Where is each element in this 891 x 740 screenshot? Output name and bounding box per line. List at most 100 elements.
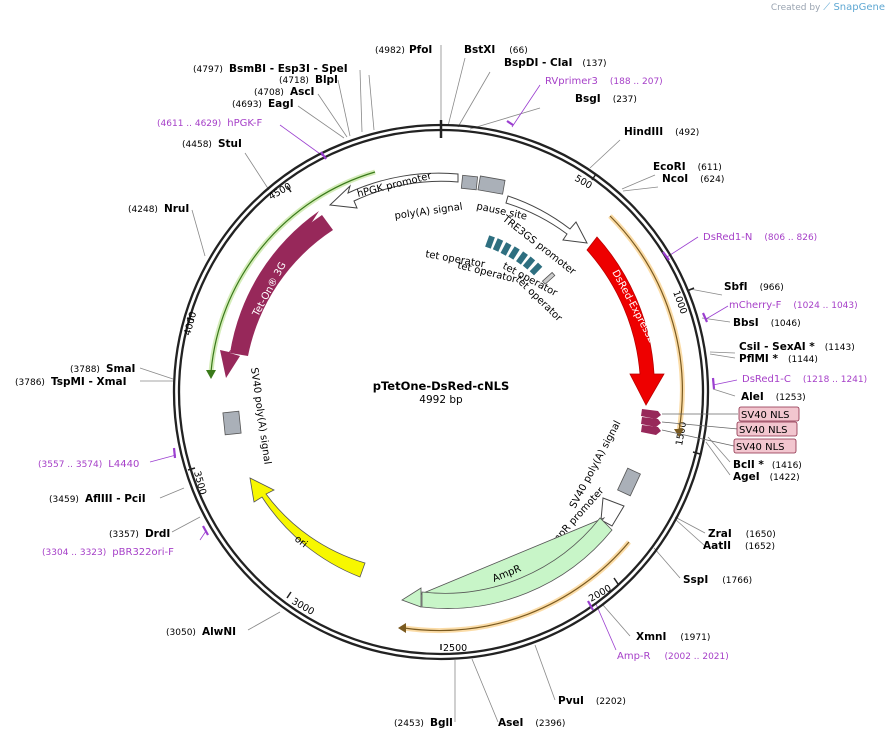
primer-range: (1218 .. 1241) — [803, 375, 867, 385]
nls-boxes: SV40 NLS SV40 NLS SV40 NLS — [733, 406, 800, 454]
primer-label: mCherry-F(1024 .. 1043) — [729, 300, 858, 311]
enzyme-label: (4797)BsmBI - Esp3I - SpeI — [193, 63, 348, 75]
enzyme-label: SspI(1766) — [683, 574, 752, 586]
polyA-top-feature — [460, 174, 479, 191]
enzyme-pos: (2453) — [394, 719, 424, 729]
enzyme-label: (3786)TspMI - XmaI — [15, 376, 127, 388]
plasmid-name: pTetOne-DsRed-cNLS — [373, 379, 509, 393]
enzyme-pos: (611) — [698, 163, 722, 173]
enzyme-name: EcoRI — [653, 161, 686, 173]
enzyme-label: NcoI(624) — [662, 173, 724, 185]
sv40-polyA-left-feature — [222, 410, 242, 436]
enzyme-pos: (1046) — [771, 319, 801, 329]
primer-label: Amp-R(2002 .. 2021) — [617, 651, 729, 662]
enzyme-pos: (492) — [675, 128, 699, 138]
tet-operator-block — [500, 242, 512, 256]
nls-box — [733, 438, 797, 454]
enzyme-label: ZraI (1650) — [708, 528, 776, 540]
tre3gs-promoter-feature — [505, 195, 588, 244]
dsred-orf-line — [609, 215, 683, 432]
snapgene-logo: ⟋ SnapGene — [823, 2, 885, 13]
tet-operator-block — [508, 246, 520, 260]
enzyme-name: BsmBI - Esp3I - SpeI — [229, 63, 348, 75]
enzyme-label: BspDI - ClaI(137) — [504, 57, 607, 69]
tet-operator-small — [541, 271, 556, 285]
enzyme-name: BbsI — [733, 317, 759, 329]
enzyme-pos: (624) — [700, 175, 724, 185]
enzyme-label: (4708)AscI — [254, 86, 314, 98]
tet-operator-block — [516, 251, 528, 265]
tet-operator-block — [485, 235, 495, 249]
polyA-top-label: poly(A) signal — [394, 202, 463, 222]
dsred-orf-arrow — [674, 429, 684, 437]
tet-operator-blocks — [485, 235, 543, 276]
enzyme-label: (4718)BlpI — [279, 74, 338, 86]
enzyme-pos: (4458) — [182, 140, 212, 150]
enzyme-pos: (4982) — [375, 46, 405, 56]
primer-range: (2002 .. 2021) — [665, 652, 729, 662]
primer-name: L4440 — [108, 459, 139, 470]
nls-box-label: SV40 NLS — [736, 442, 785, 453]
enzyme-label: HindIII (492) — [624, 126, 699, 138]
enzyme-name: CsiI - SexAI * — [739, 341, 815, 353]
enzyme-pos: (3786) — [15, 378, 45, 388]
enzyme-label: BclI *(1416) — [733, 459, 802, 471]
enzyme-name: AgeI — [733, 471, 760, 483]
primer-label: DsRed1-N(806 .. 826) — [703, 232, 817, 243]
enzyme-name: StuI — [218, 138, 242, 150]
nls-features — [641, 409, 661, 435]
enzyme-label: (4693)EagI — [232, 98, 294, 110]
enzyme-label: EcoRI (611) — [653, 161, 722, 173]
enzyme-label: (2453)BglI — [394, 717, 453, 729]
enzyme-label: AgeI(1422) — [733, 471, 800, 483]
plasmid-size: 4992 bp — [419, 394, 463, 406]
enzyme-pos: (1144) — [788, 355, 818, 365]
enzyme-label: (4248)NruI — [128, 203, 189, 215]
enzyme-label: XmnI(1971) — [636, 631, 710, 643]
primer-range: (806 .. 826) — [764, 233, 817, 243]
enzyme-pos: (2396) — [535, 719, 565, 729]
enzyme-label: AleI(1253) — [741, 391, 806, 403]
nls-box — [736, 421, 798, 437]
enzyme-pos: (237) — [613, 95, 637, 105]
primer-label: RVprimer3(188 .. 207) — [545, 76, 663, 87]
enzyme-label: CsiI - SexAI *(1143) — [739, 341, 855, 353]
enzyme-pos: (66) — [509, 46, 527, 56]
ampr-orf-line — [403, 541, 630, 632]
primer-range: (4611 .. 4629) — [157, 119, 221, 129]
enzyme-name: PflMI * — [739, 353, 778, 365]
tet-operator-block — [492, 238, 504, 252]
tet-operator-block — [529, 262, 543, 276]
tick-label: 2500 — [443, 643, 467, 654]
teton-orf-line — [210, 171, 376, 373]
enzyme-pos: (1650) — [746, 530, 776, 540]
enzyme-name: ZraI — [708, 528, 732, 540]
enzyme-name: AleI — [741, 391, 764, 403]
tick-label: 1500 — [674, 421, 689, 447]
primer-range: (3304 .. 3323) — [42, 548, 106, 558]
enzyme-name: AlwNI — [202, 626, 236, 638]
enzyme-pos: (1652) — [745, 542, 775, 552]
ampr-orf-arrow — [398, 623, 406, 633]
enzyme-name: SbfI — [724, 281, 748, 293]
primer-name: hPGK-F — [227, 118, 262, 129]
primer-marks — [172, 120, 716, 611]
teton-arrowhead — [220, 211, 319, 378]
enzyme-name: HindIII — [624, 126, 663, 138]
sv40-polyA-left-label: SV40 poly(A) signal — [248, 367, 272, 465]
enzyme-label: (3788)SmaI — [70, 363, 135, 375]
enzyme-pos: (4248) — [128, 205, 158, 215]
enzyme-pos: (4693) — [232, 100, 262, 110]
hpgk-promoter-feature — [328, 172, 459, 209]
primer-name: RVprimer3 — [545, 76, 598, 87]
enzyme-name: SmaI — [106, 363, 136, 375]
enzyme-pos: (137) — [582, 59, 606, 69]
tick-label: 1000 — [670, 289, 689, 315]
enzyme-label: BstXI(66) — [464, 44, 528, 56]
enzyme-name: SspI — [683, 574, 708, 586]
enzyme-name: AatII — [703, 540, 731, 552]
enzyme-name: DrdI — [145, 528, 170, 540]
enzyme-pos: (3459) — [49, 495, 79, 505]
primer-label: (4611 .. 4629) hPGK-F — [157, 118, 263, 129]
enzyme-name: XmnI — [636, 631, 666, 643]
